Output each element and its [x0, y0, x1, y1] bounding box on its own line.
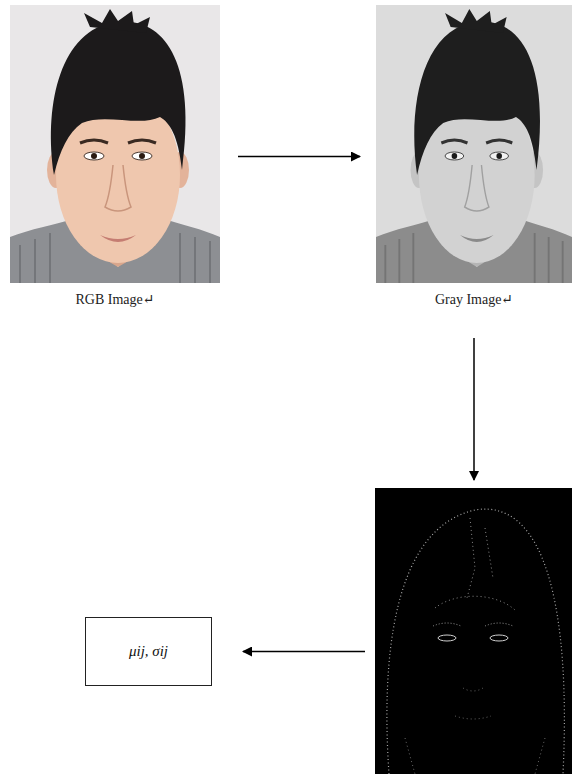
statistics-box: μij, σij	[85, 617, 212, 686]
pupil	[91, 153, 97, 159]
flow-arrow	[473, 338, 475, 480]
eye	[490, 152, 509, 160]
pupil	[496, 153, 502, 159]
nose	[465, 165, 489, 211]
hair-edges	[435, 518, 515, 610]
face-edges	[405, 688, 545, 774]
eyebrows	[441, 140, 512, 143]
hair	[414, 22, 540, 175]
hair-spikes	[84, 9, 150, 33]
edge-background	[375, 488, 572, 774]
edge-image	[375, 488, 572, 774]
rgb-photo	[10, 5, 220, 283]
eye-edge	[490, 635, 508, 641]
eye-edge	[438, 635, 456, 641]
eye	[84, 152, 104, 160]
edge-image-node	[375, 488, 572, 774]
image-caption: RGB Image↵	[10, 291, 220, 308]
hair	[51, 22, 186, 175]
gray-image-node: Gray Image↵	[376, 5, 572, 308]
mouth	[460, 235, 494, 242]
eyebrow-edges	[433, 623, 513, 626]
pupil	[139, 153, 145, 159]
mouth	[100, 235, 136, 242]
image-caption: Gray Image↵	[376, 291, 572, 308]
rgb-image-node: RGB Image↵	[10, 5, 220, 308]
photo-background	[10, 5, 220, 283]
nose	[105, 165, 131, 211]
flow-arrow	[238, 156, 360, 158]
photo-background	[376, 5, 572, 283]
eye	[445, 152, 464, 160]
head-outline	[387, 509, 564, 774]
eyebrows	[80, 140, 156, 143]
eye	[132, 152, 152, 160]
hair-spikes	[445, 9, 507, 33]
pupil	[452, 153, 458, 159]
box-text: μij, σij	[129, 643, 168, 660]
gray-photo	[376, 5, 572, 283]
flow-arrow	[243, 651, 365, 653]
